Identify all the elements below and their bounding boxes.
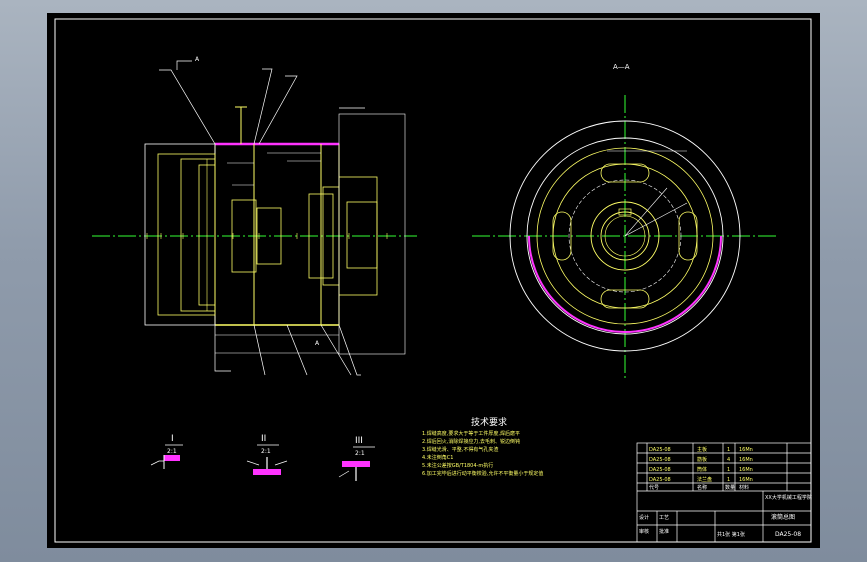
school-name: XX大学机械工程学院: [765, 494, 812, 501]
header-name: 名称: [697, 484, 707, 491]
part-material: 16Mn: [739, 457, 753, 463]
part-name: 筒体: [697, 466, 707, 473]
bore-circle: [600, 211, 650, 261]
front-view: A A: [92, 56, 417, 376]
tech-req-line: 5.未注公差按GB/T1804-m执行: [422, 462, 493, 469]
leader-line: [253, 324, 266, 376]
section-mark-bottom: A: [315, 340, 320, 347]
drawing-canvas: A A A—A: [54, 18, 812, 543]
part-qty: 1: [727, 447, 730, 453]
left-dim-box: [144, 143, 216, 326]
header-material: 材料: [739, 484, 749, 491]
part-material: 16Mn: [739, 477, 753, 483]
part-material: 16Mn: [739, 447, 753, 453]
tech-requirements: 技术要求 1.焊缝高度,要求大于等于工件厚度,焊后磨平 2.焊后回火,消除焊接应…: [422, 416, 543, 477]
left-flange: [157, 153, 216, 316]
drum-shell: [214, 143, 340, 326]
role-check: 审核: [639, 528, 649, 535]
tech-req-line: 1.焊缝高度,要求大于等于工件厚度,焊后磨平: [422, 430, 520, 437]
drawing-number: DA25-08: [775, 531, 801, 538]
drawing-sheet: A A A—A: [47, 13, 820, 548]
tech-req-title: 技术要求: [471, 416, 507, 428]
role-process: 工艺: [659, 515, 669, 521]
kidney-slot-top: [600, 163, 650, 183]
tech-req-line: 2.焊后回火,消除焊接应力,去毛刺、锐边倒钝: [422, 438, 520, 445]
section-mark-top: A: [195, 56, 200, 63]
part-code: DA25-08: [649, 477, 671, 483]
part-material: 16Mn: [739, 467, 753, 473]
detail-views: I 2:1 II 2:1 III 2:1: [150, 434, 375, 481]
leader-line: [159, 69, 216, 145]
detail-i-label: I: [171, 434, 174, 444]
leader-line: [286, 324, 308, 376]
detail-ii-plate: [253, 469, 281, 475]
leader-line: [253, 68, 273, 145]
leader-line: [320, 324, 352, 376]
part-name: 法兰盘: [697, 476, 712, 483]
tech-req-line: 4.未注倒角C1: [422, 454, 453, 461]
detail-ii-scale: 2:1: [261, 448, 271, 455]
bore-inner: [604, 215, 646, 257]
detail-iii-plate: [342, 461, 370, 467]
leader-line: [214, 325, 231, 372]
inner-boss-right: [308, 193, 334, 279]
part-name: 主板: [697, 446, 707, 453]
kidney-slot-bottom: [600, 289, 650, 309]
part-code: DA25-08: [649, 447, 671, 453]
weld-arc: [528, 235, 722, 333]
detail-iii-scale: 2:1: [355, 450, 365, 457]
drawing-name: 滚筒总图: [771, 513, 795, 521]
side-view: A—A: [472, 63, 777, 379]
flange-circle: [536, 147, 714, 325]
part-code: DA25-08: [649, 467, 671, 473]
part-code: DA25-08: [649, 457, 671, 463]
role-design: 设计: [639, 514, 649, 521]
border-frame: [54, 18, 812, 543]
right-shaft: [346, 201, 378, 269]
kidney-slot-left: [552, 211, 572, 261]
right-dim-box: [338, 113, 406, 355]
inner-boss-mid: [256, 207, 282, 265]
title-block: [636, 442, 812, 543]
detail-iii-label: III: [355, 436, 363, 446]
title-block-text: DA25-08 主板 1 16Mn DA25-08 筋板 4 16Mn DA25…: [639, 446, 812, 538]
leader-line: [338, 324, 361, 376]
sheet-count: 共1张 第1张: [717, 531, 745, 538]
section-mark-line: [176, 60, 192, 70]
radius-dim: [624, 187, 668, 237]
inner-boss-left: [231, 199, 257, 273]
tech-req-line: 3.焊缝光滑、平整,不得有气孔夹渣: [422, 446, 498, 453]
side-view-title: A—A: [613, 63, 630, 71]
header-code: 代号: [649, 484, 659, 491]
part-qty: 1: [727, 467, 730, 473]
detail-i-weld: [164, 455, 180, 461]
detail-ii-label: II: [261, 434, 266, 444]
tech-req-line: 6.加工完毕后进行动平衡校验,允许不平衡量小于规定值: [422, 470, 543, 477]
outer-circle: [509, 120, 741, 352]
role-approve: 批准: [659, 528, 669, 535]
leader-line: [258, 75, 298, 145]
bolt-pitch-circle: [568, 179, 682, 293]
part-name: 筋板: [697, 456, 707, 463]
kidney-slot-right: [678, 211, 698, 261]
header-qty: 数量: [725, 484, 735, 491]
keyway: [618, 208, 632, 216]
radius-dim: [624, 202, 688, 237]
drum-circle: [526, 137, 724, 335]
part-qty: 1: [727, 477, 730, 483]
detail-i-scale: 2:1: [167, 448, 177, 455]
part-qty: 4: [727, 457, 730, 463]
hub-circle: [590, 201, 660, 271]
left-hub: [180, 158, 216, 312]
